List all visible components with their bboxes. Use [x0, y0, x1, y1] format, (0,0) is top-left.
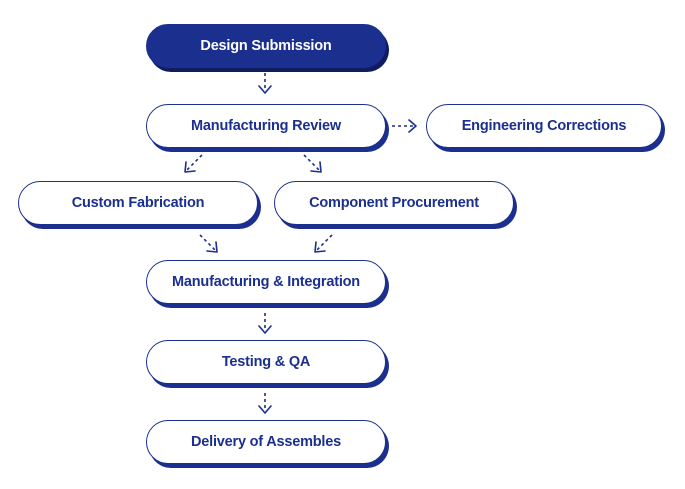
arrow-review-to-fabrication [184, 154, 203, 173]
node-custom-fabrication: Custom Fabrication [18, 181, 258, 225]
arrow-procurement-to-integration [314, 234, 333, 253]
node-delivery: Delivery of Assembles [146, 420, 386, 464]
arrow-review-to-procurement [303, 154, 322, 173]
node-engineering-corrections: Engineering Corrections [426, 104, 662, 148]
arrow-fabrication-to-integration [199, 234, 218, 253]
arrow-review-to-corrections [392, 119, 417, 133]
node-manufacturing-review: Manufacturing Review [146, 104, 386, 148]
node-component-procurement: Component Procurement [274, 181, 514, 225]
node-testing-qa: Testing & QA [146, 340, 386, 384]
arrow-design-to-review [258, 73, 272, 94]
node-manufacturing-integration: Manufacturing & Integration [146, 260, 386, 304]
arrow-testing-to-delivery [258, 393, 272, 414]
node-design-submission: Design Submission [146, 24, 386, 68]
arrow-integration-to-testing [258, 313, 272, 334]
